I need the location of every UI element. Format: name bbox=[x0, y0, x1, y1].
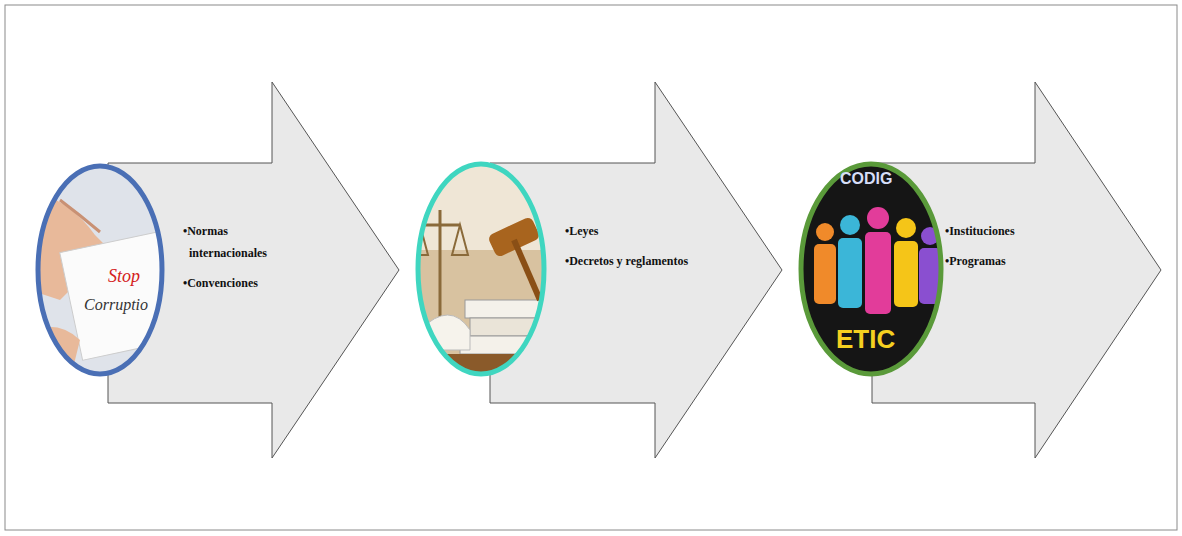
outer-frame bbox=[5, 5, 1177, 530]
stop-corruption-picture bbox=[30, 160, 190, 380]
label-holder: CODIG bbox=[840, 170, 892, 188]
ethics-people-picture bbox=[795, 160, 950, 380]
picture-text: ETIC bbox=[836, 324, 895, 354]
bullet-list: •Normas internacionales •Convenciones bbox=[183, 220, 283, 302]
bullet-item: •Leyes bbox=[565, 220, 735, 242]
label-holder: Stop bbox=[108, 266, 140, 287]
gavel-picture bbox=[412, 160, 555, 384]
label-holder: Corruptio bbox=[84, 296, 148, 314]
picture-text: CODIG bbox=[840, 170, 892, 187]
label-holder: ETIC bbox=[836, 324, 895, 355]
bullet-item: •Programas bbox=[945, 250, 1055, 272]
bullet-list: •Leyes •Decretos y reglamentos bbox=[565, 220, 735, 280]
picture-text: Corruptio bbox=[84, 296, 148, 313]
bullet-item: •Decretos y reglamentos bbox=[565, 250, 735, 272]
bullet-item: •Instituciones bbox=[945, 220, 1055, 242]
bullet-item: •Convenciones bbox=[183, 272, 283, 294]
bullet-item: •Normas internacionales bbox=[183, 220, 283, 264]
picture-text: Stop bbox=[108, 266, 140, 286]
bullet-list: •Instituciones •Programas bbox=[945, 220, 1055, 280]
